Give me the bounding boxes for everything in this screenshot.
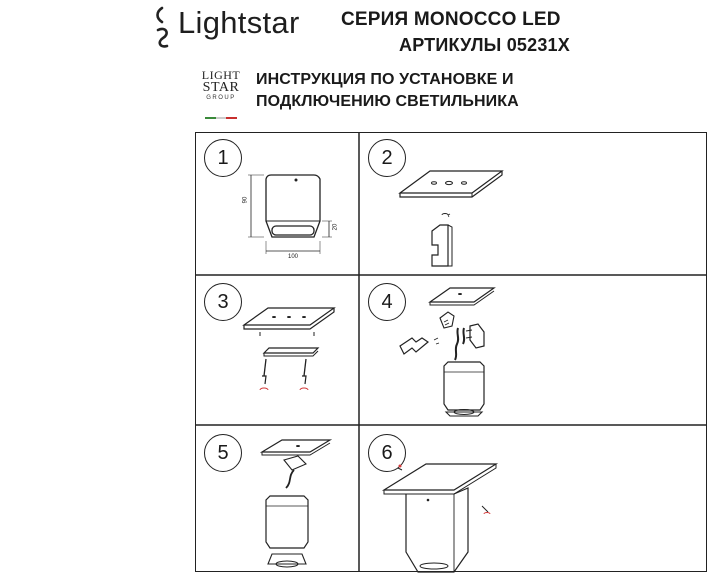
article-numbers: АРТИКУЛЫ 05231X (399, 35, 570, 55)
series-title: СЕРИЯ MONOCCO LED (341, 9, 561, 30)
step-2-panel: 2 (360, 133, 708, 276)
luminaire-assembly-drawing (259, 439, 333, 568)
step-4-panel: 4 (360, 276, 708, 426)
stamp-line-star: STAR (202, 80, 240, 95)
dimension-height-label: 90 (242, 196, 249, 204)
step-3-number: 3 (204, 283, 242, 321)
step-2-number: 2 (368, 139, 406, 177)
italian-flag-icon (205, 117, 238, 119)
instruction-line-2: ПОДКЛЮЧЕНИЮ СВЕТИЛЬНИКА (256, 93, 519, 110)
stamp-line-group: GROUP (206, 95, 236, 101)
dimension-lens-label: 20 (332, 223, 339, 231)
stamp-line-light: LIGHT (201, 68, 241, 82)
instruction-line-1: ИНСТРУКЦИЯ ПО УСТАНОВКЕ И (256, 71, 514, 88)
screw-bracket-drawing (242, 307, 336, 391)
mounting-plate-drawing (398, 170, 504, 267)
wiring-connection-drawing (399, 287, 496, 417)
instruction-title: ИНСТРУКЦИЯ ПО УСТАНОВКЕ И ПОДКЛЮЧЕНИЮ СВ… (256, 69, 519, 113)
step-1-panel: 1 90 20 100 (196, 133, 360, 276)
step-6-panel: 6 (360, 426, 708, 573)
step-3-panel: 3 (196, 276, 360, 426)
step-5-number: 5 (204, 434, 242, 472)
lightstar-logo-icon (156, 6, 169, 48)
step-1-number: 1 (204, 139, 242, 177)
installed-luminaire-drawing (381, 463, 499, 573)
step-4-number: 4 (368, 283, 406, 321)
grid-lines (195, 132, 707, 572)
lightstar-group-stamp: LIGHT STAR GROUP (197, 69, 245, 121)
step-5-panel: 5 (196, 426, 360, 573)
instruction-grid: 1 90 20 100 2 (195, 132, 708, 573)
luminaire-dimensions-drawing (248, 174, 332, 254)
brand-name: Lightstar (178, 5, 300, 40)
dimension-width-label: 100 (288, 254, 299, 260)
